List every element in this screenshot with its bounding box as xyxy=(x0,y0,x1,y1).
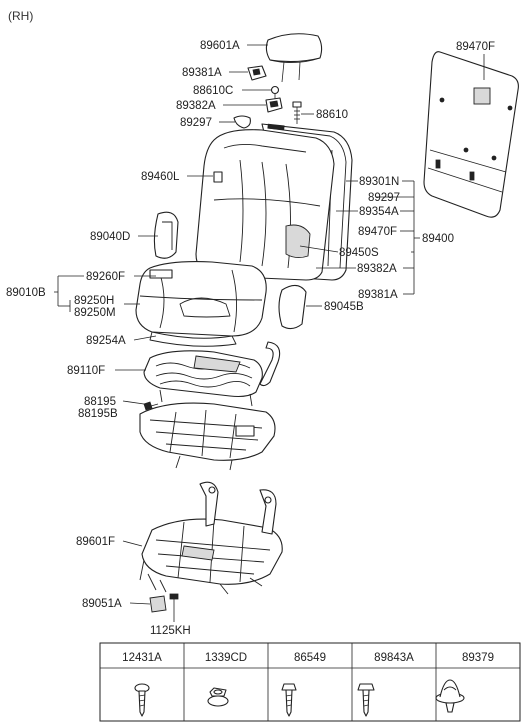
callout-88195: 88195 xyxy=(84,396,116,408)
bracket-89051a xyxy=(149,595,167,613)
callout-89301n: 89301N xyxy=(359,176,399,188)
table-header-89843a: 89843A xyxy=(374,652,414,664)
nut-1339cd-icon xyxy=(207,687,229,707)
callout-89354a: 89354A xyxy=(359,206,399,218)
bolt-86549-icon xyxy=(281,683,297,717)
bolt-89843a-icon xyxy=(357,683,375,717)
leader-lines xyxy=(54,44,485,622)
seat-frame xyxy=(139,481,283,595)
headrest-guide-upper xyxy=(247,65,267,81)
table-header-89379: 89379 xyxy=(462,652,494,664)
callout-89601a: 89601A xyxy=(200,40,240,52)
side-cover-right xyxy=(278,284,307,330)
table-header-86549: 86549 xyxy=(294,652,326,664)
callout-89381a-top: 89381A xyxy=(182,67,222,79)
callout-89450s: 89450S xyxy=(339,247,379,259)
callout-88195b: 88195B xyxy=(78,408,118,420)
callout-88610c: 88610C xyxy=(193,85,233,97)
callout-89250m: 89250M xyxy=(74,307,116,319)
callout-89601f: 89601F xyxy=(76,536,115,548)
headrest xyxy=(265,33,323,83)
callout-89040d: 89040D xyxy=(90,231,130,243)
screw-12431a-icon xyxy=(134,683,150,717)
callout-89382a-right: 89382A xyxy=(357,263,397,275)
callout-89470f-mid: 89470F xyxy=(358,226,397,238)
callout-89260f: 89260F xyxy=(86,271,125,283)
callout-89297-right: 89297 xyxy=(368,192,400,204)
table-header-12431a: 12431A xyxy=(122,652,162,664)
seat-back-board xyxy=(423,51,519,218)
callout-88610: 88610 xyxy=(316,109,348,121)
callout-89110f: 89110F xyxy=(67,365,105,377)
callout-89381a-right: 89381A xyxy=(358,289,398,301)
side-cover-left xyxy=(153,211,179,259)
callout-1125kh: 1125KH xyxy=(150,625,191,637)
callout-89051a: 89051A xyxy=(82,598,122,610)
seat-back-pad xyxy=(195,129,335,281)
callout-89250h: 89250H xyxy=(74,295,114,307)
clip-88610c xyxy=(270,85,280,100)
seat-spring-assy xyxy=(143,341,281,407)
callout-89010b: 89010B xyxy=(6,287,46,299)
bolt-1125kh xyxy=(169,593,179,616)
callout-89382a: 89382A xyxy=(176,100,216,112)
table-header-1339cd: 1339CD xyxy=(205,652,247,664)
callout-89297-left: 89297 xyxy=(180,117,212,129)
seat-lower-pan xyxy=(139,402,276,471)
callout-89400: 89400 xyxy=(422,233,454,245)
bolt-88195 xyxy=(143,401,159,411)
clip-89379-icon xyxy=(435,679,465,713)
variant-label: (RH) xyxy=(8,9,33,23)
parts-table: 12431A 1339CD 86549 89843A 89379 xyxy=(99,642,521,722)
callout-89045b: 89045B xyxy=(324,301,364,313)
bolt-88610 xyxy=(292,101,302,124)
callout-89254a: 89254A xyxy=(86,335,126,347)
headrest-guide-lower xyxy=(265,97,283,113)
callout-labels: 89601A 89381A 88610C 89382A 89297 88610 … xyxy=(6,40,495,637)
callout-89470f-board: 89470F xyxy=(456,41,495,53)
seat-cushion xyxy=(135,261,267,347)
callout-89460l: 89460L xyxy=(141,171,180,183)
bracket-89297-left xyxy=(233,115,251,129)
